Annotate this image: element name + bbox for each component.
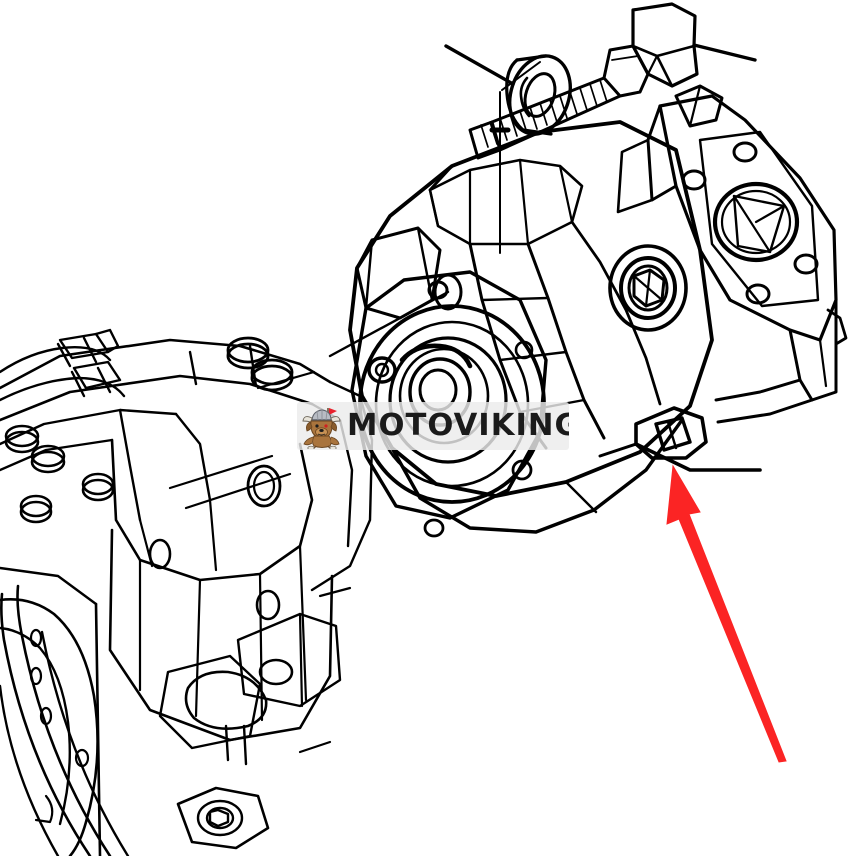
engine-housing: [0, 328, 374, 850]
viking-bulldog-icon: [299, 403, 345, 450]
washer-leader-line: [444, 44, 515, 86]
flat-washer: [505, 54, 572, 136]
background-detail-lines: [168, 370, 352, 754]
flywheel-housing: [0, 566, 130, 856]
watermark-brand-text: MOTOVIKING: [347, 408, 569, 443]
housing-mounting-boss: [176, 786, 270, 850]
bolt-leader-line: [692, 43, 757, 62]
hex-head-bolt: [468, 2, 699, 160]
brand-watermark[interactable]: MOTOVIKING: [297, 402, 569, 450]
red-callout-arrow-icon: [666, 464, 787, 763]
